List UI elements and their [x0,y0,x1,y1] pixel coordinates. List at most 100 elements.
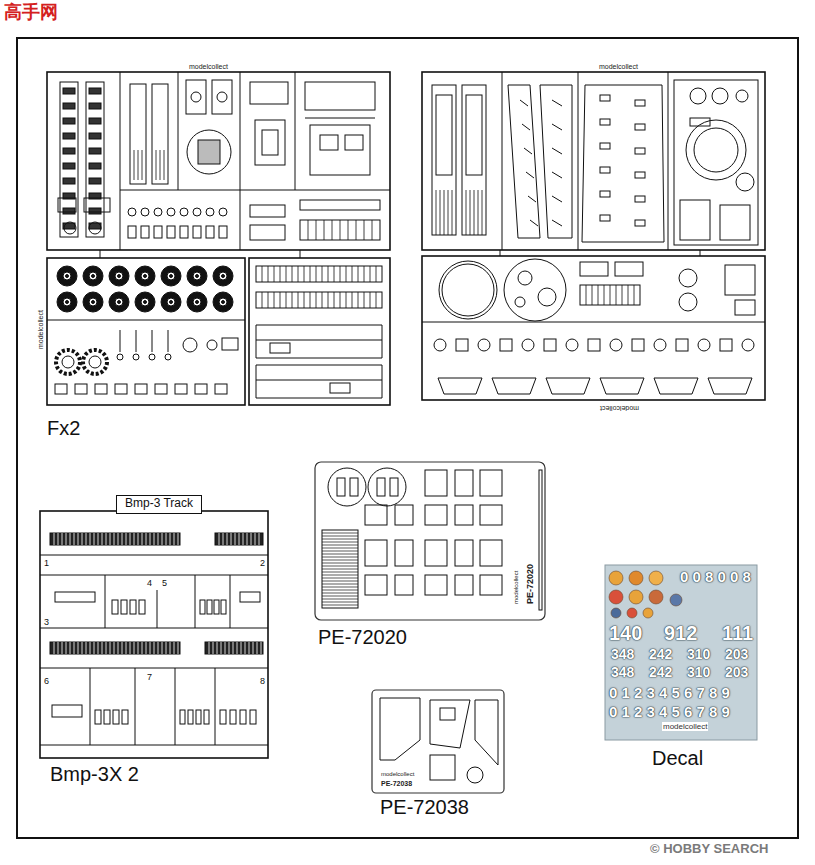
sprue-runner [100,250,101,258]
sprue-part [58,198,76,212]
part-detail [233,642,234,654]
decal-brand: modelcollect [662,722,708,731]
sprue-part [250,82,288,104]
part-detail [114,533,115,545]
sprue-part [250,225,285,240]
part-detail [452,190,453,235]
part-detail [74,642,75,654]
part-detail [466,95,482,175]
sprue-part [139,600,145,614]
part-detail [261,642,262,654]
fret-code: PE-72038 [380,780,413,788]
part-detail [257,642,258,654]
grille-detail [322,533,358,534]
sprue-part [679,269,697,287]
sprue-part [64,222,76,234]
part-detail [74,533,75,545]
sprue-part [206,226,214,238]
sprue-part [154,208,162,216]
road-wheel [161,266,181,286]
part-detail [274,292,275,308]
road-wheel [187,266,207,286]
sprue-part [256,292,382,308]
sprue-part [250,205,285,217]
sprocket [83,350,107,374]
sprue-part [467,767,483,783]
part-number: 8 [259,676,266,686]
part-detail [63,208,75,214]
sprue-code: modelcollect [598,63,639,71]
sprue-part [196,710,201,724]
sprue-part [615,262,643,276]
sprue-part [380,698,420,760]
decal-sheet [605,565,757,740]
part-group-label: PE-72020 [318,626,407,649]
sprue-part [635,196,645,202]
part-detail [304,292,305,308]
road-wheel [89,272,97,280]
fret-code: PE-72020 [525,563,535,605]
part-detail [237,642,238,654]
part-detail [89,88,101,94]
decal-number: 310 [687,664,710,680]
part-detail [156,150,157,180]
part-detail [316,220,317,240]
part-detail [166,533,167,545]
road-wheel [213,292,233,312]
sprue-part [425,505,447,525]
road-wheel [66,301,69,304]
sprue-part [390,478,398,496]
part-detail [448,190,449,235]
sprue-runner [40,575,268,576]
sprue-runner [295,72,296,190]
sprue-part [395,505,413,525]
sprue-part [430,700,470,748]
sprue-part [365,575,387,595]
sprue-part [121,600,127,614]
decal-number: 203 [725,646,748,662]
part-detail [526,172,534,178]
sprue-part [582,85,664,242]
part-detail [262,292,263,308]
sprocket [62,356,74,368]
grille-detail [322,578,358,579]
road-wheel [118,301,121,304]
sprue-runner [47,320,245,321]
sprue-runner [422,256,765,400]
decal-number: 912 [664,622,697,645]
sprue-part [736,173,754,191]
part-detail [54,642,55,654]
grille-detail [322,542,358,543]
sprue-runner [230,575,231,628]
part-detail [106,533,107,545]
part-detail [352,266,353,282]
part-detail [364,266,365,282]
sprue-part [522,339,534,351]
sprue-part [55,384,67,394]
part-detail [89,178,101,184]
sprue-part [310,125,370,175]
part-detail [253,642,254,654]
sprue-part [395,575,413,595]
decal-emblem [649,571,663,585]
sprue-runner [40,745,268,746]
grille-detail [322,560,358,561]
part-detail [298,266,299,282]
sprue-part [694,128,738,172]
sprue-part [345,135,363,150]
sprue-part [632,339,644,351]
sprue-part [328,468,366,506]
part-detail [126,642,127,654]
part-detail [114,642,115,654]
part-detail [166,642,167,654]
part-detail [310,292,311,308]
part-detail [154,642,155,654]
sprue-part [183,338,197,352]
part-detail [259,533,260,545]
part-detail [552,124,562,130]
part-detail [235,533,236,545]
part-detail [82,642,83,654]
part-detail [198,140,220,164]
